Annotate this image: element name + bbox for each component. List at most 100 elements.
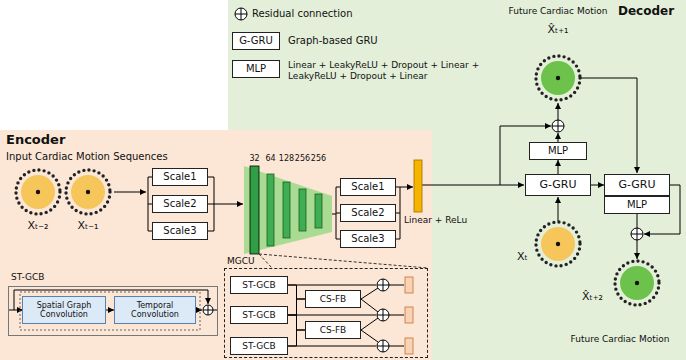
residual-symbol (377, 279, 389, 291)
scale-box: Scale3 (152, 222, 208, 240)
future-motion-figure (556, 76, 560, 80)
flow-line (288, 285, 376, 346)
residual-symbol (552, 120, 564, 132)
flow-line (400, 187, 413, 188)
symbol-label: Xₜ₋₁ (78, 219, 99, 232)
box-label: G-GRU (539, 179, 576, 192)
flow-line (558, 197, 559, 221)
box-label: Temporal Convolution (115, 301, 195, 319)
symbol-label: Xₜ₋₂ (28, 219, 49, 232)
residual-symbol (377, 279, 389, 291)
decoder-panel: DecoderG-GRUMLPMLPG-GRUG-GRUMLP (228, 0, 686, 360)
residual-symbol (377, 340, 389, 352)
input-motion-figure (541, 227, 575, 261)
box-label: Scale1 (351, 181, 384, 193)
legend-text: Residual connection (252, 8, 353, 20)
symbol-label: X̂ₜ₊₁ (548, 23, 569, 36)
connector (288, 285, 305, 299)
stgcb-detail-box: ST-GCBSpatial Graph ConvolutionTemporal … (8, 286, 218, 336)
network-figure (315, 194, 322, 228)
encoder-panel: EncoderScale1Scale2Scale3 Scale1Scale2Sca… (0, 130, 432, 360)
ggru-box: G-GRU (604, 174, 670, 196)
feature-bar (405, 160, 422, 354)
residual-symbol (235, 8, 247, 20)
connector (288, 315, 305, 330)
inner-block-outline (20, 292, 200, 330)
future-motion-figure (536, 56, 580, 100)
heading: MGCU (227, 256, 255, 266)
symbol-label: X̂ₜ₊₂ (582, 290, 603, 303)
heading: Decoder (618, 5, 674, 19)
box-label: CS-FB (320, 294, 347, 304)
flow-line (214, 204, 243, 205)
residual-symbol (235, 8, 247, 20)
flow-line (396, 187, 400, 239)
csfb-box: CS-FB (305, 321, 361, 339)
residual-symbol (203, 8, 643, 352)
legend-ggru-box: G-GRU (232, 32, 280, 50)
flow-line (637, 240, 638, 259)
future-motion-figure (536, 56, 659, 305)
residual-symbol (377, 340, 389, 352)
residual-symbol (552, 120, 564, 132)
channel-number: 64 (265, 154, 275, 164)
network-figure (283, 182, 290, 238)
feature-bar (405, 338, 413, 354)
heading: ST-GCB (11, 272, 44, 282)
input-motion-figure (66, 170, 110, 214)
connector (288, 330, 305, 346)
scale-box: Scale2 (152, 195, 208, 213)
temporal-conv-box: Temporal Convolution (114, 296, 196, 324)
flow-line (422, 185, 524, 186)
flow-line (361, 288, 378, 342)
flow-line (558, 133, 559, 142)
box-label: G-GRU (239, 35, 273, 47)
box-label: Scale1 (163, 171, 196, 183)
zoom-line (259, 254, 428, 268)
input-motion-figure (36, 190, 40, 194)
input-motion-figure (16, 170, 60, 214)
connector (106, 310, 114, 311)
box-label: ST-GCB (242, 341, 275, 351)
scale-box: Scale1 (340, 178, 396, 196)
network-figure (299, 189, 306, 231)
future-motion-figure (615, 261, 659, 305)
flow-line (114, 192, 146, 193)
box-label: Scale2 (351, 207, 384, 219)
scale-box: Scale3 (340, 230, 396, 248)
box-label: ST-GCB (242, 310, 275, 320)
residual-symbol (631, 228, 643, 240)
residual-symbol (631, 228, 643, 240)
network-figure (244, 166, 332, 254)
future-motion-figure (541, 61, 575, 95)
residual-symbol (203, 305, 213, 315)
box-label: MLP (246, 63, 266, 75)
network-figure (267, 174, 274, 246)
connector (288, 299, 305, 315)
legend-text: Linear + LeakyReLU + Dropout + Linear + … (288, 60, 488, 82)
input-motion-figure (71, 175, 105, 209)
flow-line (208, 177, 214, 231)
stgcb-box: ST-GCB (230, 337, 288, 355)
stgcb-box: ST-GCB (230, 276, 288, 294)
legend-mlp-box: MLP (232, 60, 280, 78)
channel-number: 128 (279, 154, 294, 164)
spatial-conv-box: Spatial Graph Convolution (22, 296, 106, 324)
channel-number: 256 (295, 154, 310, 164)
box-label: MLP (627, 199, 647, 211)
figure-caption: Input Cardiac Motion Sequences (6, 151, 168, 163)
flow-line (332, 187, 340, 239)
heading: Encoder (6, 133, 65, 148)
channel-number: 32 (249, 154, 259, 164)
flow-line (389, 285, 404, 346)
feature-bar (405, 307, 413, 323)
symbol-label: Xₜ (517, 250, 528, 263)
feature-bar (414, 160, 422, 212)
scale-box: Scale2 (340, 204, 396, 222)
stgcb-box: ST-GCB (230, 306, 288, 324)
network-figure (250, 166, 259, 254)
mgcu-box: MGCUST-GCBST-GCBST-GCBCS-FBCS-FB (224, 268, 428, 358)
network-figure (244, 166, 332, 254)
csfb-box: CS-FB (305, 290, 361, 308)
